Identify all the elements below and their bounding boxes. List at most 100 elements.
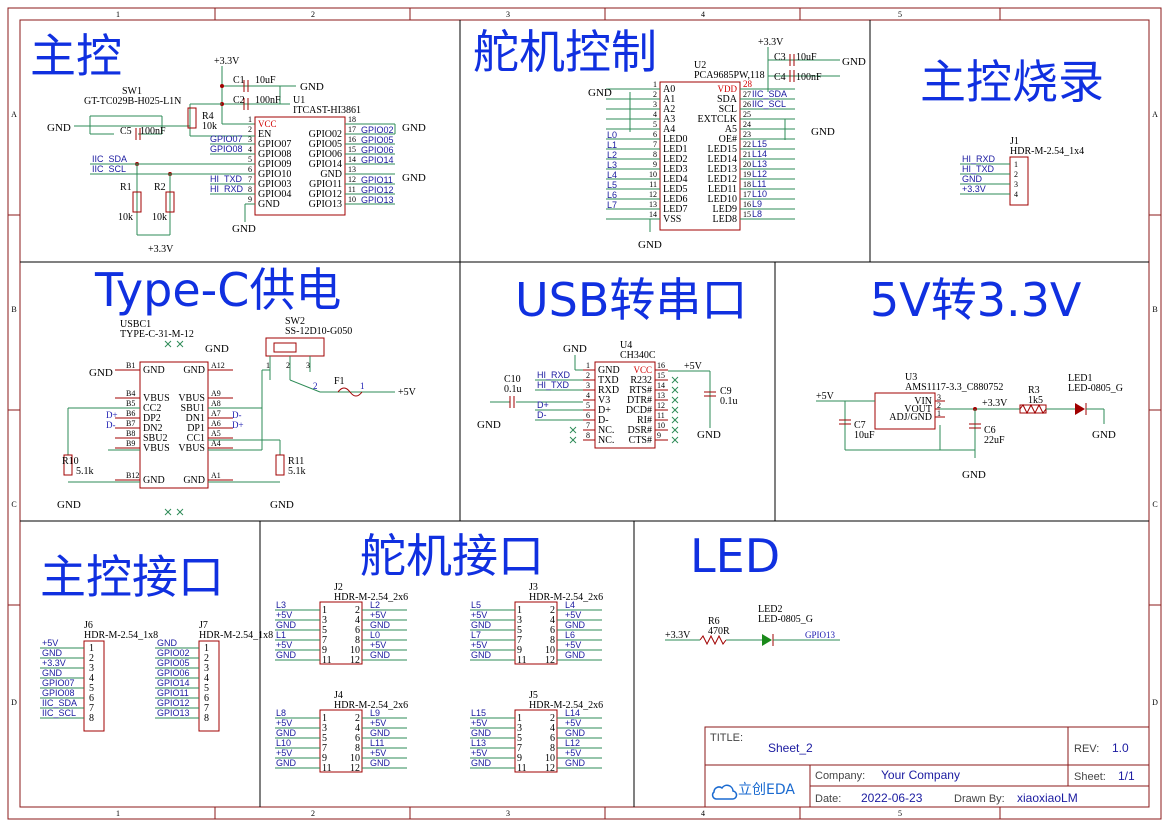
pin-number: 12 (350, 655, 360, 666)
frame-col-label: 5 (898, 10, 902, 19)
frame-col-label: 3 (506, 10, 510, 19)
net-label: D- (537, 410, 547, 420)
pin-number: 1 (322, 713, 327, 724)
pin-label: DCD# (626, 405, 652, 416)
pin-number: 25 (743, 110, 751, 119)
net-label: HI_TXD (537, 380, 570, 390)
pin-label: GPIO11 (309, 179, 342, 190)
svg-text:LED1: LED1 (1068, 373, 1092, 384)
pin-label: VSS (663, 214, 681, 225)
svg-text:U2: U2 (694, 60, 706, 71)
svg-text:1: 1 (360, 381, 365, 391)
net-label: HI_TXD (962, 164, 995, 174)
tr: 16 (657, 361, 665, 370)
tp: 9 (657, 431, 661, 440)
net-label: L13 (752, 159, 767, 169)
net-label: L14 (752, 149, 767, 159)
pin-number: 9 (653, 160, 657, 169)
svg-text:Date:: Date: (815, 793, 841, 805)
svg-text:GND: GND (89, 367, 113, 379)
header-ref: J2 (334, 582, 343, 593)
svg-text:10uF: 10uF (854, 430, 875, 441)
pin-label: LED14 (708, 154, 737, 165)
title-block: TITLE: Sheet_2 REV: 1.0 Company: Your Co… (704, 726, 1150, 808)
pin-number: 3 (204, 663, 209, 674)
pin-number: 4 (653, 110, 657, 119)
section-dividers (20, 20, 1149, 807)
pin-number: B1 (126, 361, 135, 370)
net-label: L7 (607, 200, 617, 210)
pin-number: 27 (743, 90, 751, 99)
pin-label: A1 (663, 94, 675, 105)
pin-number: 4 (248, 145, 252, 154)
pin-label: R232 (630, 375, 652, 386)
pin-number: 10 (545, 645, 555, 656)
svg-text:1.0: 1.0 (1112, 741, 1129, 755)
net-label: GPIO08 (42, 688, 75, 698)
pin-label: SDA (717, 94, 738, 105)
pin-number: 10 (350, 645, 360, 656)
header-ref: J4 (334, 690, 343, 701)
net-label: L13 (471, 738, 486, 748)
svg-text:1: 1 (266, 361, 270, 370)
pin-label: GPIO08 (258, 149, 291, 160)
pin-label: A3 (663, 114, 675, 125)
svg-text:C9: C9 (720, 386, 732, 397)
svg-text:10k: 10k (202, 121, 217, 132)
svg-text:J1: J1 (1010, 136, 1019, 147)
svg-text:LED-0805_G: LED-0805_G (758, 614, 813, 625)
pin-number: 13 (649, 200, 657, 209)
net-label: +5V (471, 640, 487, 650)
cloud-logo-icon (711, 784, 738, 800)
pin-label: SBU2 (143, 433, 167, 444)
section-title-burn: 主控烧录 (920, 55, 1104, 109)
net-label: GND (962, 174, 983, 184)
net-label: L12 (752, 169, 767, 179)
pin-number: 6 (653, 130, 657, 139)
net-label: HI_RXD (962, 154, 996, 164)
net-label: L0 (370, 630, 380, 640)
pin-label: CTS# (629, 435, 652, 446)
pin-label: NC. (598, 435, 614, 446)
net-label: GPIO14 (157, 678, 190, 688)
pin-label: DN1 (186, 413, 205, 424)
svg-text:100nF: 100nF (255, 95, 281, 106)
frame-row-label: C (1152, 500, 1157, 509)
pin-number: B7 (126, 419, 135, 428)
svg-text:10k: 10k (152, 212, 167, 223)
tp: 13 (657, 391, 665, 400)
svg-text:PCA9685PW,118: PCA9685PW,118 (694, 70, 765, 81)
pin-number: 11 (348, 185, 356, 194)
net-label: +5V (370, 640, 386, 650)
pin-number: 16 (348, 135, 356, 144)
pin-number: 7 (248, 175, 252, 184)
pin-label: DN2 (143, 423, 162, 434)
svg-text:C2: C2 (233, 95, 245, 106)
svg-text:SW2: SW2 (285, 316, 305, 327)
pin-number: 5 (89, 683, 94, 694)
pin-number: 5 (653, 120, 657, 129)
net-label: GPIO02 (157, 648, 190, 658)
pin-number: A12 (211, 361, 225, 370)
svg-text:GND: GND (962, 469, 986, 481)
net-label: GND (276, 758, 297, 768)
net-label: +5V (276, 610, 292, 620)
frame-row-label: A (11, 110, 17, 119)
pin-label: VBUS (178, 393, 205, 404)
pin-number: 2 (1014, 170, 1018, 179)
svg-text:22uF: 22uF (984, 435, 1005, 446)
svg-text:xiaoxiaoLM: xiaoxiaoLM (1017, 791, 1078, 805)
svg-text:GND: GND (811, 126, 835, 138)
svg-text:C5: C5 (120, 126, 132, 137)
net-label: L7 (471, 630, 481, 640)
net-label: GPIO02 (361, 125, 394, 135)
pin-number: 6 (89, 693, 94, 704)
pin-label: NC. (598, 425, 614, 436)
pin-label: VIN (914, 396, 932, 407)
tp: 15 (657, 371, 665, 380)
pin-label: GPIO06 (309, 149, 342, 160)
net-label: GPIO07 (42, 678, 75, 688)
